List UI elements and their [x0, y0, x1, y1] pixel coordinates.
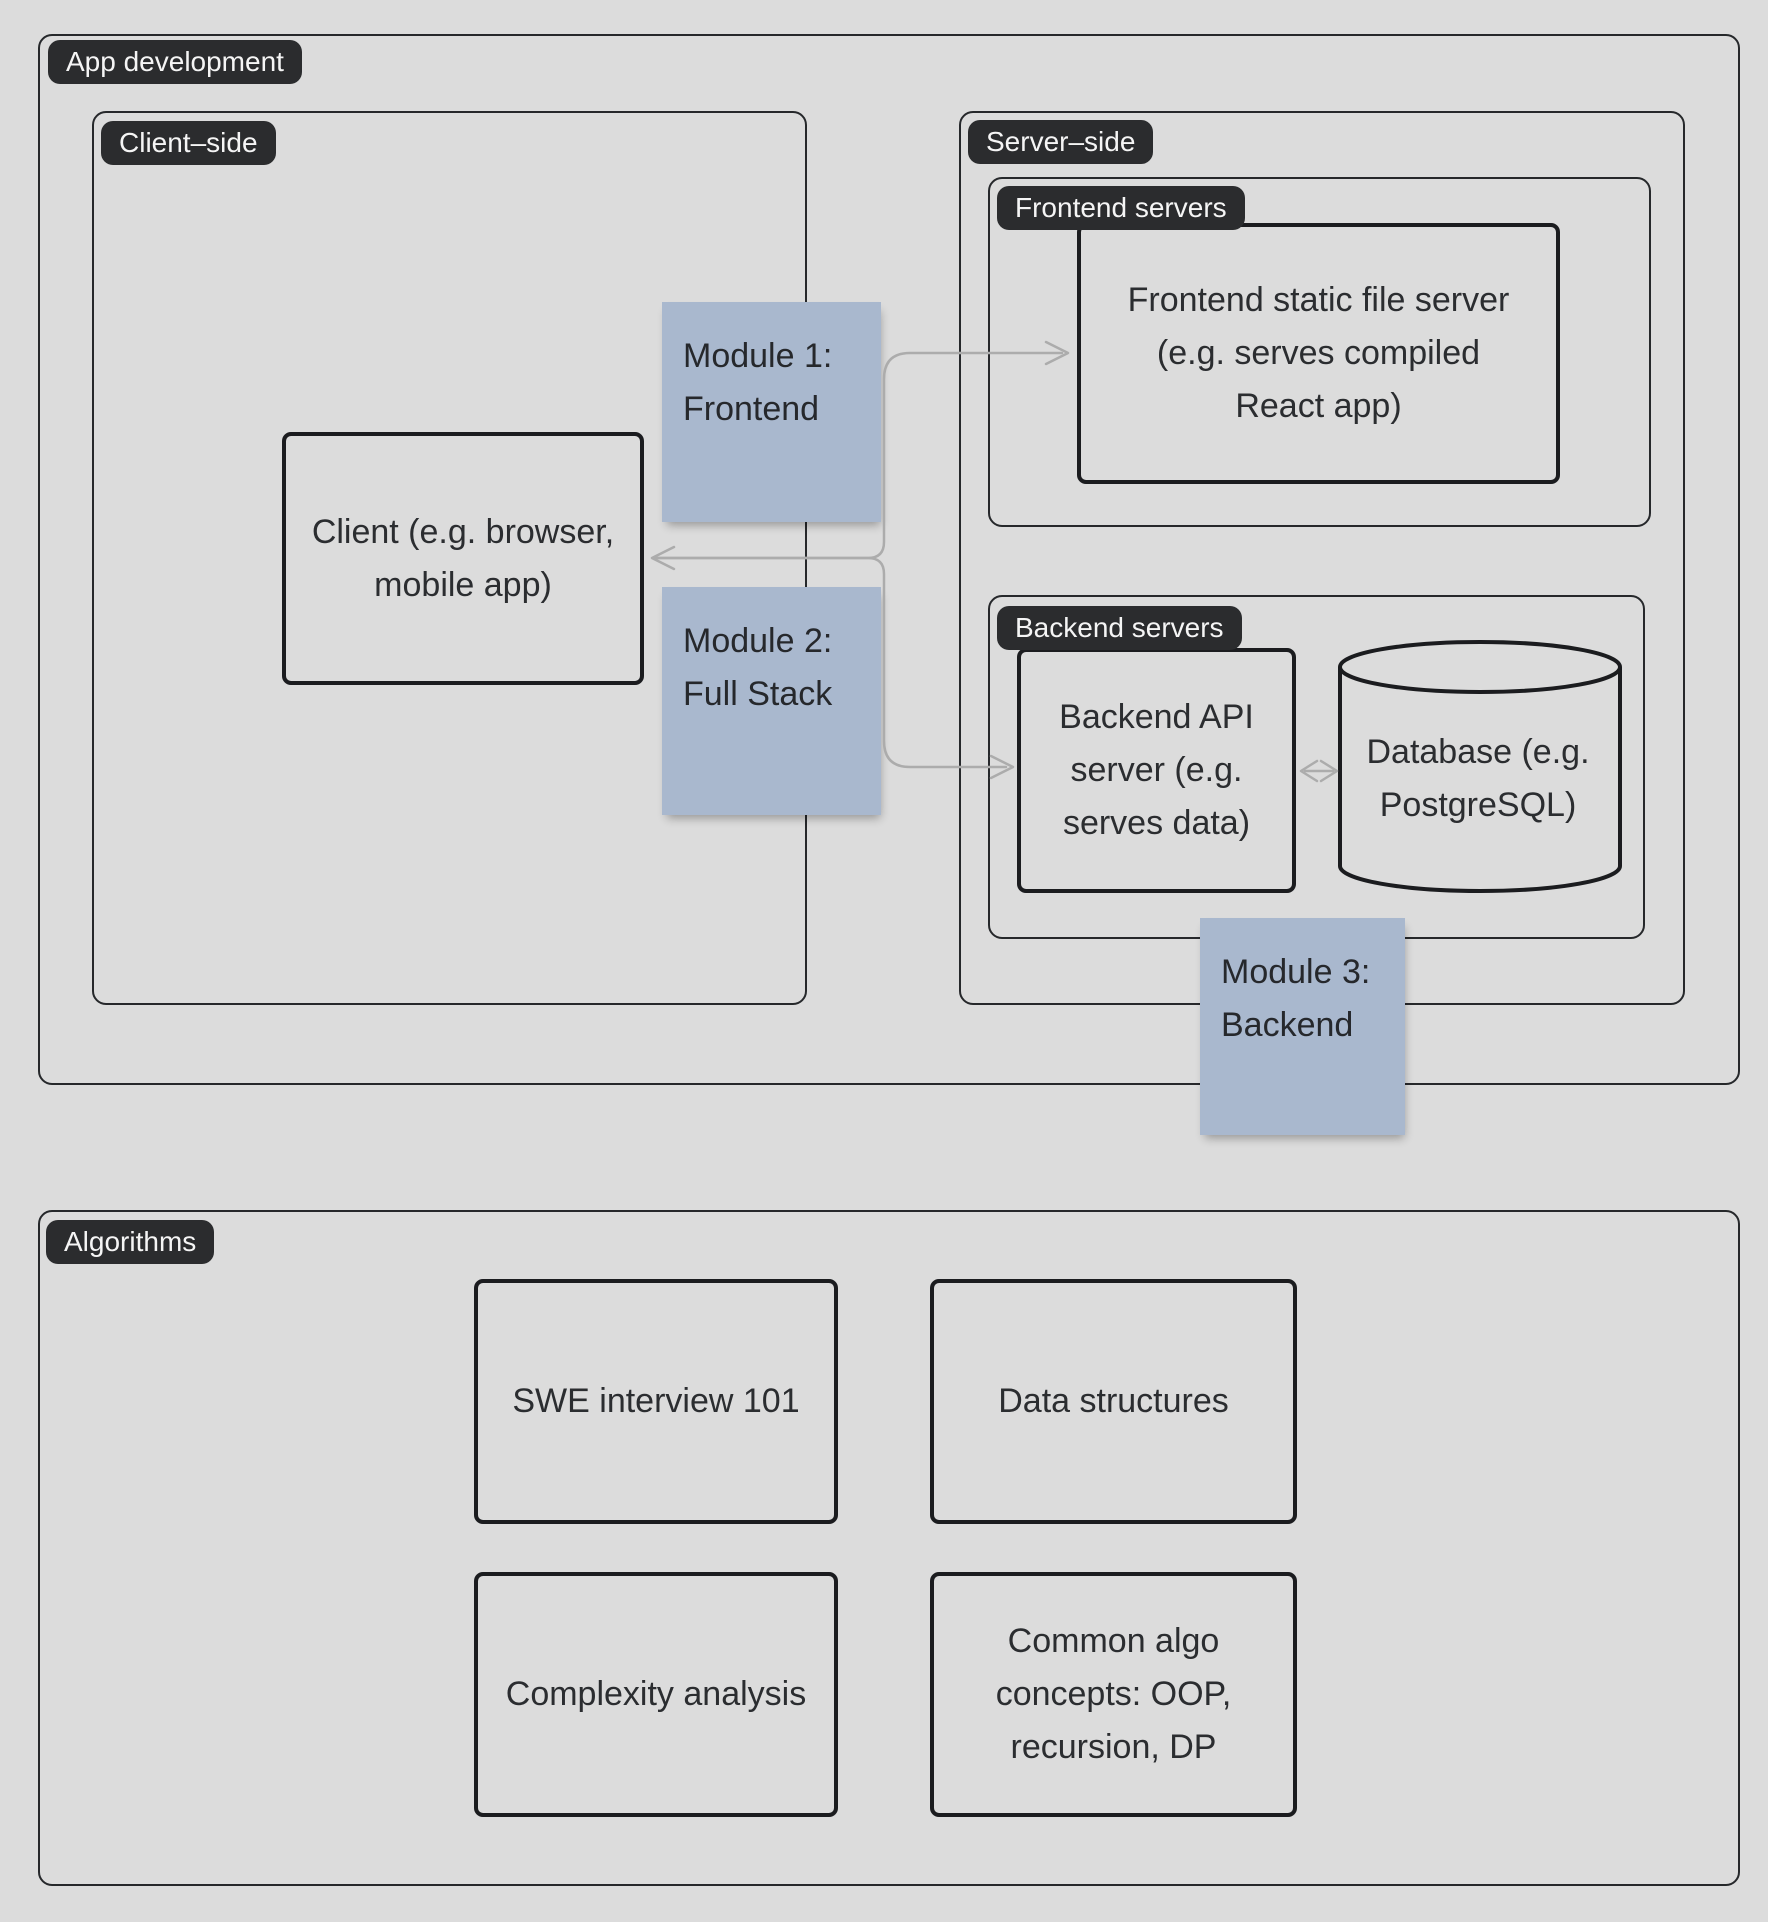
algorithms-frame[interactable] [38, 1210, 1740, 1886]
complexity-analysis-node[interactable]: Complexity analysis [474, 1572, 838, 1817]
complexity-analysis-label: Complexity analysis [505, 1675, 807, 1713]
module1-frontend-sticky[interactable]: Module 1: Frontend [662, 302, 881, 522]
client-node-label: mobile app) [374, 565, 552, 604]
database-cylinder[interactable] [1334, 639, 1626, 899]
module2-fullstack-sticky[interactable]: Module 2: Full Stack [662, 587, 881, 815]
common-algo-label: concepts: OOP, [995, 1675, 1232, 1713]
frontend-static-server-label: Frontend static file server [1127, 281, 1510, 319]
backend-api-server-label: server (e.g. [1070, 751, 1243, 789]
frontend-servers-frame-label[interactable]: Frontend servers [997, 186, 1245, 230]
module1-sticky-label: Frontend [683, 390, 820, 428]
module3-backend-sticky[interactable]: Module 3: Backend [1200, 918, 1405, 1135]
module3-sticky-label: Backend [1221, 1006, 1354, 1044]
algorithms-frame-label[interactable]: Algorithms [46, 1220, 215, 1264]
frontend-static-server-label: React app) [1235, 387, 1402, 425]
common-algo-node[interactable]: Common algo concepts: OOP, recursion, DP [930, 1572, 1297, 1817]
backend-api-server-node[interactable]: Backend API server (e.g. serves data) [1017, 648, 1296, 893]
data-structures-label: Data structures [998, 1382, 1229, 1420]
common-algo-label: Common algo [1007, 1622, 1220, 1660]
module1-sticky-label: Module 1: [683, 337, 833, 375]
database-label: Database (e.g. PostgreSQL) [1366, 733, 1590, 824]
server-side-frame-label[interactable]: Server–side [968, 120, 1154, 164]
backend-api-server-label: Backend API [1059, 698, 1254, 736]
frontend-static-server-label: (e.g. serves compiled [1156, 334, 1481, 372]
backend-api-server-label: serves data) [1062, 804, 1251, 842]
backend-servers-frame-label[interactable]: Backend servers [997, 606, 1242, 650]
frontend-static-server-node[interactable]: Frontend static file server (e.g. serves… [1077, 223, 1560, 484]
data-structures-node[interactable]: Data structures [930, 1279, 1297, 1524]
client-node-label: Client (e.g. browser, [311, 512, 615, 551]
client-side-frame-label[interactable]: Client–side [101, 121, 276, 165]
app-development-frame-label[interactable]: App development [48, 40, 302, 84]
common-algo-label: recursion, DP [1010, 1728, 1217, 1766]
module3-sticky-label: Module 3: [1221, 953, 1371, 991]
module2-sticky-label: Full Stack [683, 675, 833, 713]
swe-interview-label: SWE interview 101 [512, 1382, 800, 1420]
app-development-frame[interactable] [38, 34, 1740, 1085]
module2-sticky-label: Module 2: [683, 622, 833, 660]
swe-interview-node[interactable]: SWE interview 101 [474, 1279, 838, 1524]
client-node[interactable]: Client (e.g. browser, mobile app) [282, 432, 644, 685]
